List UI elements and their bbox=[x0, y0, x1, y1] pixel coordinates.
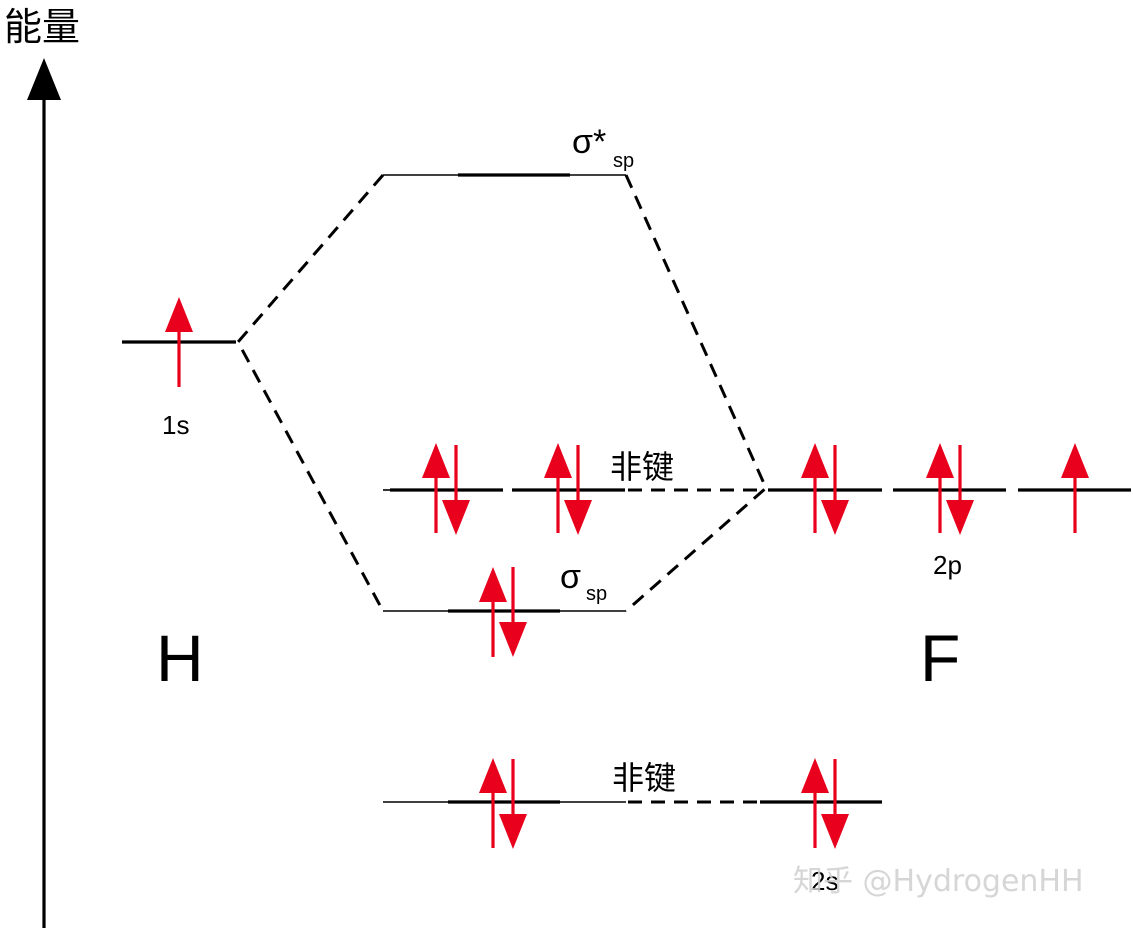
f-2s-electrons bbox=[801, 758, 849, 849]
watermark-text: 知乎 @HydrogenHH bbox=[793, 864, 1084, 899]
energy-axis-arrowhead bbox=[27, 58, 61, 100]
sigma-electrons bbox=[479, 567, 527, 657]
f-correlation-lines bbox=[624, 174, 768, 613]
sigma-star-subscript: sp bbox=[613, 150, 634, 172]
nonbond-upper-1-electrons bbox=[422, 443, 470, 535]
atom-h-label: H bbox=[156, 621, 204, 695]
nonbond-lower-electrons bbox=[479, 758, 527, 849]
spin-up-arrowhead bbox=[165, 297, 193, 332]
f-2s-label: 2s bbox=[811, 866, 838, 896]
nonbond-upper-2-electrons bbox=[544, 443, 592, 535]
f-2p-1-electrons bbox=[801, 443, 849, 535]
f-2p-2-electrons bbox=[926, 443, 974, 535]
nonbonding-upper-label: 非键 bbox=[610, 448, 674, 486]
sigma-star-label: σ* bbox=[572, 123, 606, 161]
sigma-label: σ bbox=[560, 558, 581, 596]
sigma-subscript: sp bbox=[586, 583, 607, 605]
h-1s-electron bbox=[165, 297, 193, 387]
f-2p-label: 2p bbox=[933, 550, 962, 580]
nonbonding-lower-label: 非键 bbox=[612, 759, 676, 797]
h-1s-label: 1s bbox=[162, 410, 189, 440]
h-correlation-lines bbox=[236, 174, 385, 612]
atom-f-label: F bbox=[920, 621, 960, 695]
energy-axis-label: 能量 bbox=[4, 5, 80, 49]
f-2p-3-electron bbox=[1061, 443, 1089, 533]
